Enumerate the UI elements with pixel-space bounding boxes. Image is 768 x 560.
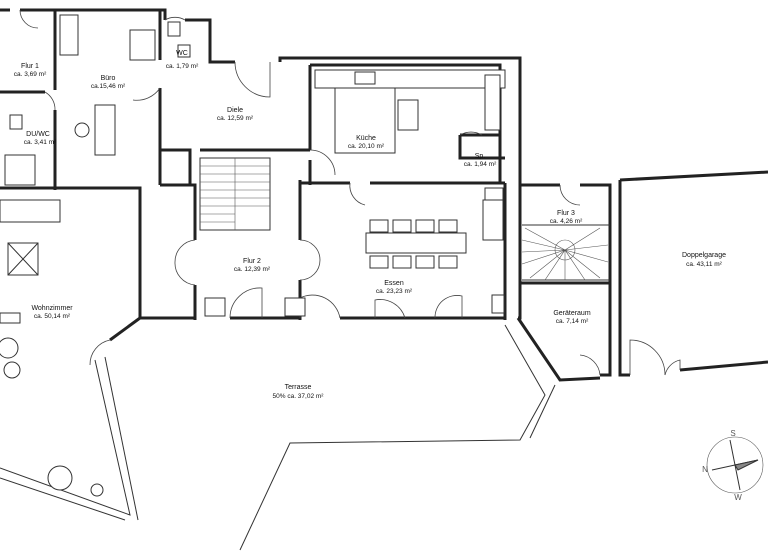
room-area-buero: ca.15,46 m² [91,83,126,90]
compass-s: S [730,429,735,438]
room-area-geraeteraum: ca. 7,14 m² [556,318,589,325]
room-name-flur2: Flur 2 [243,258,261,265]
room-labels: Flur 1 ca. 3,69 m² Büro ca.15,46 m² WC c… [14,50,726,400]
room-area-wc: ca. 1,79 m² [166,63,199,70]
room-area-duwc: ca. 3,41 m² [24,139,57,146]
room-area-diele: ca. 12,59 m² [217,115,254,122]
room-name-buero: Büro [101,75,116,82]
room-area-flur2: ca. 12,39 m² [234,266,271,273]
room-area-essen: ca. 23,23 m² [376,288,413,295]
room-name-essen: Essen [384,280,404,287]
stairs-spiral [521,224,610,281]
room-name-flur3: Flur 3 [557,210,575,217]
room-name-flur1: Flur 1 [21,63,39,70]
room-area-garage: ca. 43,11 m² [686,261,722,268]
room-name-diele: Diele [227,107,243,114]
room-area-wohnzimmer: ca. 50,14 m² [34,313,71,320]
stairs-center [199,157,271,231]
room-name-garage: Doppelgarage [682,252,726,259]
room-name-kueche: Küche [356,135,376,142]
walls [0,8,768,382]
room-area-flur3: ca. 4,26 m² [550,218,583,225]
room-area-flur1: ca. 3,69 m² [14,71,47,78]
room-area-sp: ca. 1,94 m² [464,161,497,168]
room-name-wohnzimmer: Wohnzimmer [31,305,73,312]
room-area-terrasse: 50% ca. 37,02 m² [273,393,325,400]
room-name-sp: Sp. [475,153,486,160]
room-name-terrasse: Terrasse [285,384,312,391]
room-name-geraeteraum: Geräteraum [553,310,591,317]
room-area-kueche: ca. 20,10 m² [348,143,385,150]
room-name-wc: WC [176,50,188,57]
compass-w: W [734,493,742,502]
room-name-duwc: DU/WC [26,131,50,138]
furniture [0,14,506,497]
terrace-outline [0,324,556,551]
doors [19,9,681,376]
compass: N S W [702,429,764,502]
compass-n: N [702,465,708,474]
